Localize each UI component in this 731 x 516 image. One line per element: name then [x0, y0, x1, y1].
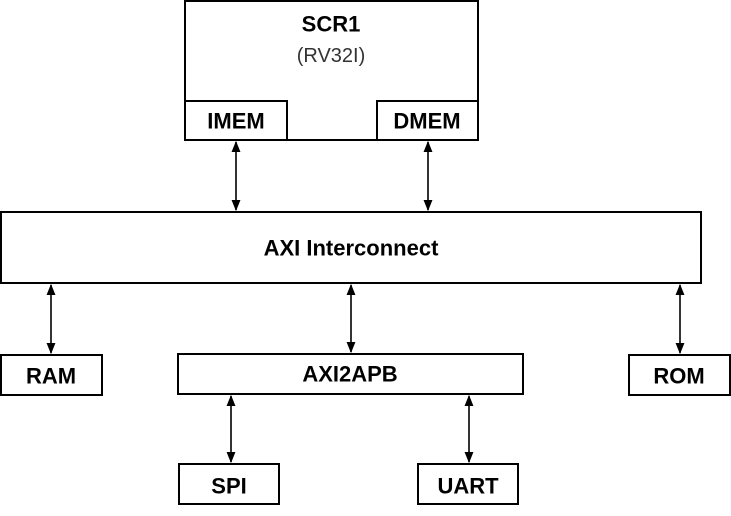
uart-label: UART [437, 474, 499, 499]
axi2apb-bridge-label: AXI2APB [302, 362, 397, 387]
uart-block: UART [417, 463, 519, 505]
rom-block: ROM [628, 354, 731, 396]
axi-interconnect-block: AXI Interconnect [0, 211, 702, 284]
spi-box [178, 463, 280, 505]
ram-block: RAM [0, 354, 103, 396]
rom-label: ROM [653, 364, 704, 389]
scr1-isa-label: (RV32I) [297, 45, 366, 67]
uart-box [417, 463, 519, 505]
axi-interconnect-box [0, 211, 702, 284]
axi2apb-bridge-block: AXI2APB [177, 353, 524, 395]
dmem-port-label: DMEM [393, 109, 460, 134]
scr1-core-label: SCR1 [302, 12, 361, 37]
imem-port-label: IMEM [207, 109, 264, 134]
imem-port-box [184, 100, 288, 141]
dmem-port-box [376, 100, 479, 141]
rom-box [628, 354, 731, 396]
ram-box [0, 354, 103, 396]
spi-label: SPI [211, 474, 246, 499]
ram-label: RAM [26, 364, 76, 389]
dmem-port-block: DMEM [376, 100, 479, 141]
axi-interconnect-label: AXI Interconnect [264, 236, 439, 261]
axi2apb-bridge-box [177, 353, 524, 395]
imem-port-block: IMEM [184, 100, 288, 141]
spi-block: SPI [178, 463, 280, 505]
